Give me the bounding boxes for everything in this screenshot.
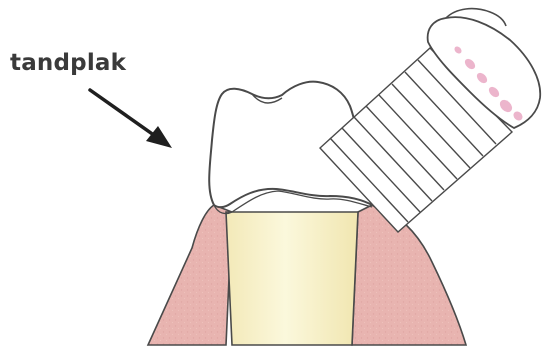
plaque-label: tandplak <box>10 52 126 75</box>
gum-right <box>352 205 466 345</box>
gum-left <box>148 205 232 345</box>
plaque-arrow <box>90 90 172 148</box>
tooth-root <box>226 212 358 345</box>
